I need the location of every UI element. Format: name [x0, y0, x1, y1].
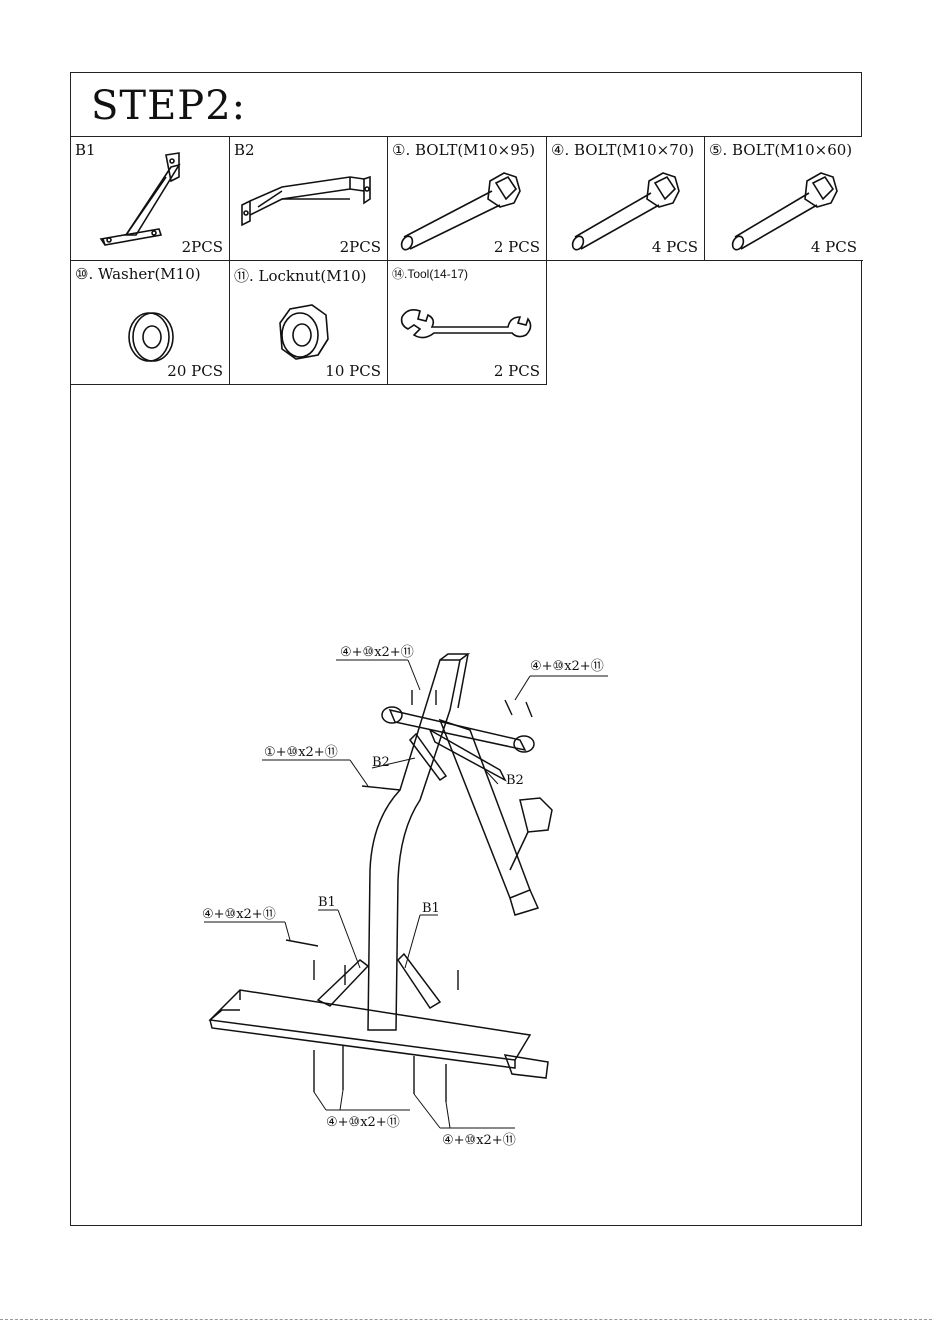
page-edge-line [0, 1319, 932, 1320]
part-label-b1-left: B1 [318, 895, 336, 910]
callout-bottom-left: ④+⑩x2+⑪ [326, 1115, 400, 1130]
part-label-b1-right: B1 [422, 901, 440, 916]
callout-lower-left: ④+⑩x2+⑪ [202, 907, 276, 922]
part-label-b2-left: B2 [372, 755, 390, 770]
rear-leg [440, 720, 530, 898]
callout-bottom-right: ④+⑩x2+⑪ [442, 1133, 516, 1148]
callout-top-left: ④+⑩x2+⑪ [340, 645, 414, 660]
part-label-b2-right: B2 [506, 773, 524, 788]
callout-top-right: ④+⑩x2+⑪ [530, 659, 604, 674]
callout-mid-left: ①+⑩x2+⑪ [264, 745, 338, 760]
